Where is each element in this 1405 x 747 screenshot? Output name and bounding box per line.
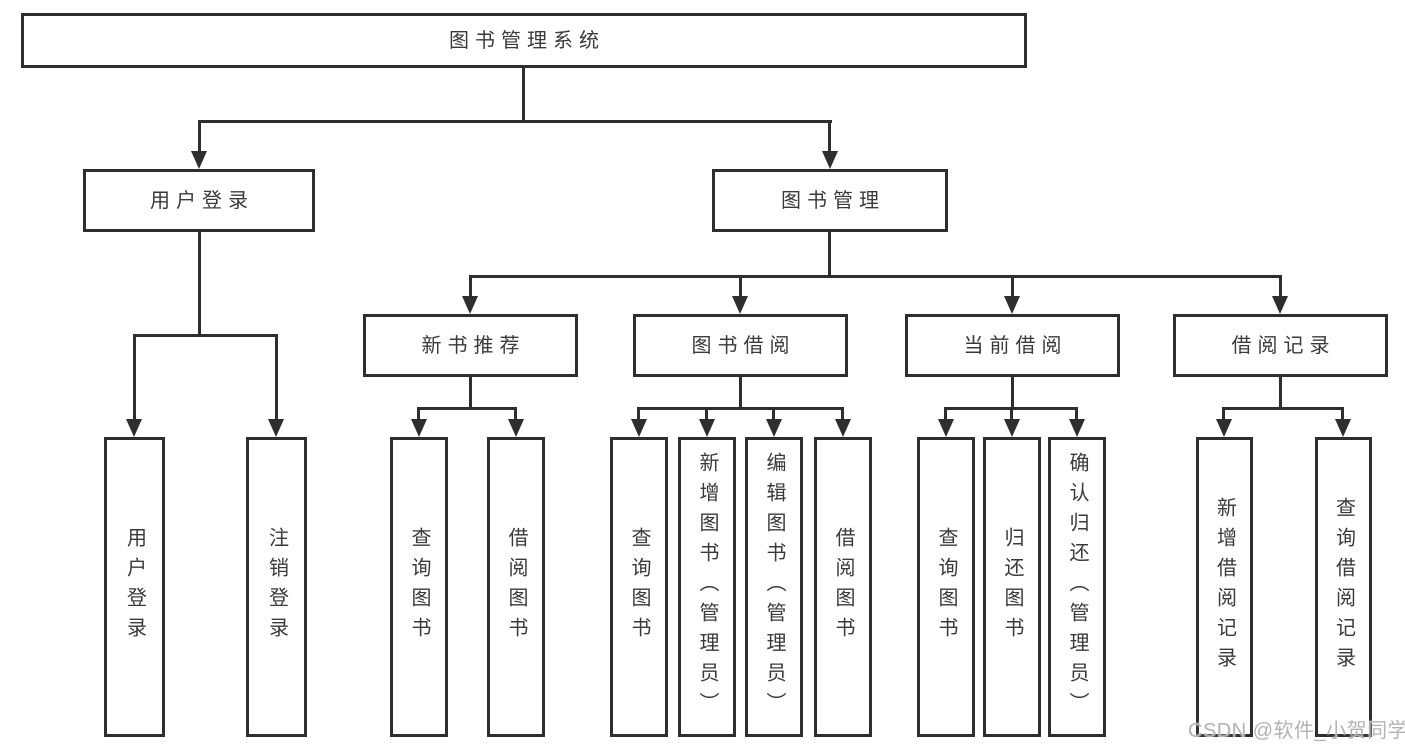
arrow-down-icon (1216, 419, 1232, 437)
connector-level3-split (469, 275, 1281, 278)
arrow-down-icon (631, 419, 647, 437)
connector-to-leaf-logout (275, 334, 278, 419)
node-label: 编辑图书（管理员） (763, 452, 785, 722)
node-label: 新增借阅记录 (1213, 497, 1236, 677)
connector-user-login-stem (198, 232, 201, 334)
arrow-down-icon (1335, 419, 1351, 437)
node-label: 新书推荐 (421, 334, 526, 357)
arrow-down-icon (191, 151, 207, 169)
connector-to-book-management (828, 120, 831, 152)
connector-to-leaf (637, 407, 640, 419)
node-borrow-records: 借阅记录 (1173, 314, 1388, 377)
arrow-down-icon (508, 419, 524, 437)
leaf-edit-books-admin: 编辑图书（管理员） (745, 437, 803, 737)
connector-new-book-stem (469, 377, 472, 407)
connector-to-leaf (1010, 407, 1013, 419)
arrow-down-icon (732, 296, 748, 314)
node-current-borrow: 当前借阅 (905, 314, 1120, 377)
node-label: 图书管理 (781, 189, 885, 212)
node-label: 图书借阅 (691, 334, 796, 357)
arrow-down-icon (938, 419, 954, 437)
connector-level1-split (198, 120, 832, 123)
leaf-recommend-query-books: 查询图书 (390, 437, 448, 737)
connector-to-new-book-recommend (469, 275, 472, 296)
connector-current-borrow-stem (1011, 377, 1014, 407)
connector-to-leaf (417, 407, 420, 419)
arrow-down-icon (462, 296, 478, 314)
arrow-down-icon (268, 419, 284, 437)
arrow-down-icon (126, 419, 142, 437)
connector-to-book-borrow (739, 275, 742, 296)
leaf-user-login: 用户登录 (104, 437, 165, 737)
leaf-query-borrow-record: 查询借阅记录 (1315, 437, 1372, 737)
arrow-down-icon (1004, 296, 1020, 314)
connector-to-borrow-records (1279, 275, 1282, 296)
node-label: 用户登录 (150, 189, 254, 212)
leaf-return-books: 归还图书 (983, 437, 1041, 737)
node-label: 查询图书 (935, 527, 957, 647)
node-book-management: 图书管理 (712, 169, 948, 232)
arrow-down-icon (1272, 296, 1288, 314)
connector-to-current-borrow (1011, 275, 1014, 296)
connector-user-login-split (133, 334, 278, 337)
arrow-down-icon (1004, 419, 1020, 437)
leaf-logout: 注销登录 (246, 437, 307, 737)
arrow-down-icon (411, 419, 427, 437)
leaf-add-borrow-record: 新增借阅记录 (1196, 437, 1253, 737)
node-label: 查询图书 (408, 527, 430, 647)
leaf-borrow-query-books: 查询图书 (610, 437, 668, 737)
arrow-down-icon (1069, 419, 1085, 437)
arrow-down-icon (835, 419, 851, 437)
connector-borrow-records-stem (1279, 377, 1282, 407)
node-label: 查询借阅记录 (1332, 497, 1355, 677)
connector-to-leaf (1075, 407, 1078, 419)
connector-to-leaf (841, 407, 844, 419)
connector-to-leaf (772, 407, 775, 419)
connector-to-leaf (1341, 407, 1344, 419)
node-library-system: 图书管理系统 (21, 13, 1027, 68)
connector-book-borrow-split (637, 407, 844, 410)
arrow-down-icon (822, 151, 838, 169)
node-label: 图书管理系统 (449, 29, 605, 52)
connector-to-leaf-login (133, 334, 136, 419)
leaf-borrow-books: 借阅图书 (814, 437, 872, 737)
node-label: 注销登录 (265, 527, 288, 647)
node-label: 新增图书（管理员） (696, 452, 718, 722)
connector-book-management-stem (828, 232, 831, 275)
connector-to-leaf (514, 407, 517, 419)
node-book-borrow: 图书借阅 (633, 314, 848, 377)
node-label: 查询图书 (628, 527, 650, 647)
csdn-watermark: CSDN @软件_小贺同学 (1188, 720, 1405, 742)
node-label: 归还图书 (1001, 527, 1023, 647)
node-label: 借阅图书 (505, 527, 527, 647)
connector-to-leaf (705, 407, 708, 419)
node-new-book-recommend: 新书推荐 (363, 314, 578, 377)
leaf-current-query-books: 查询图书 (917, 437, 975, 737)
leaf-confirm-return-admin: 确认归还（管理员） (1048, 437, 1106, 737)
leaf-recommend-borrow-books: 借阅图书 (487, 437, 545, 737)
arrow-down-icon (699, 419, 715, 437)
node-label: 借阅图书 (832, 527, 854, 647)
connector-new-book-split (417, 407, 517, 410)
node-label: 借阅记录 (1231, 334, 1336, 357)
node-label: 确认归还（管理员） (1066, 452, 1088, 722)
connector-to-leaf (944, 407, 947, 419)
node-label: 用户登录 (123, 527, 146, 647)
leaf-add-books-admin: 新增图书（管理员） (678, 437, 736, 737)
connector-book-borrow-stem (739, 377, 742, 407)
connector-root-stem (522, 67, 525, 120)
connector-to-leaf (1222, 407, 1225, 419)
node-user-login: 用户登录 (83, 169, 315, 232)
arrow-down-icon (766, 419, 782, 437)
node-label: 当前借阅 (963, 334, 1068, 357)
connector-to-user-login (198, 120, 201, 152)
connector-borrow-records-split (1222, 407, 1344, 410)
